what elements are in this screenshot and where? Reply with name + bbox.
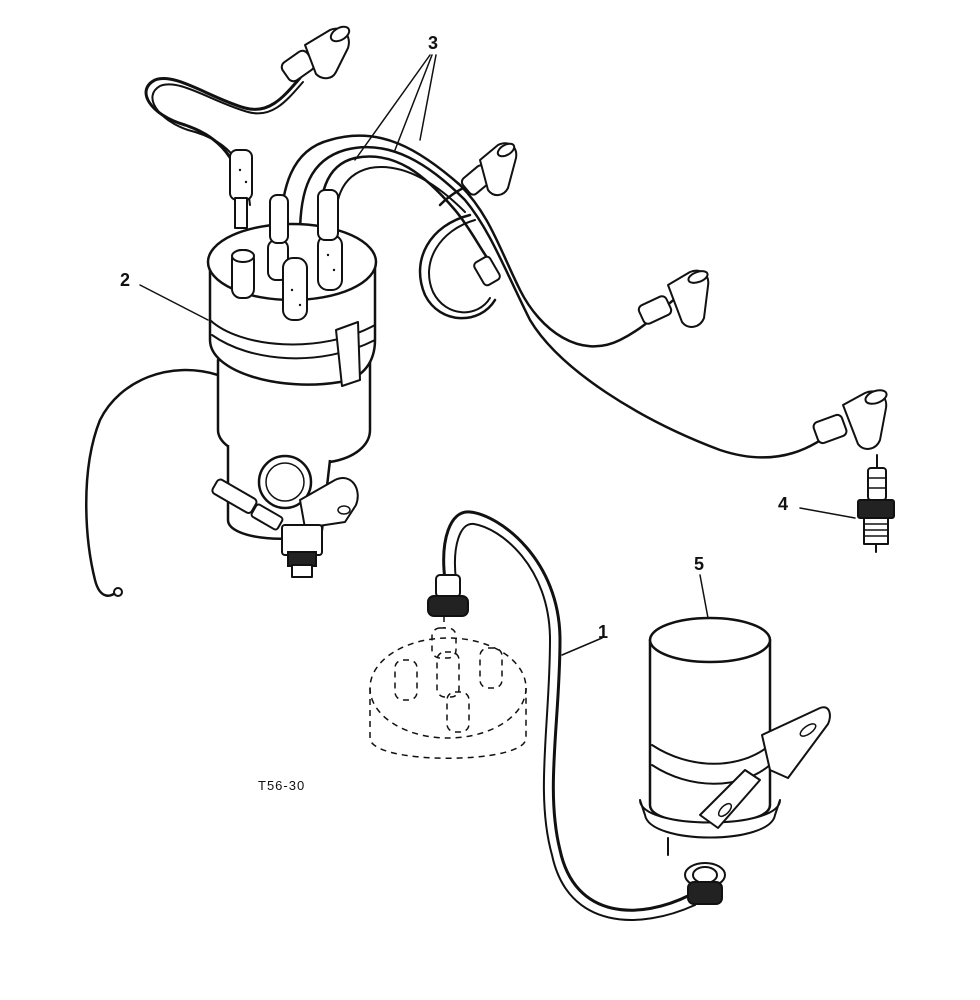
distributor-2 (85, 149, 378, 597)
plug-cap-upper-right (460, 142, 518, 196)
callout-1: 1 (598, 622, 609, 642)
leader-lines (139, 54, 856, 656)
spark-plug-4 (857, 454, 895, 553)
figure-code: T56-30 (258, 778, 306, 793)
callout-2: 2 (120, 270, 131, 290)
callout-3: 3 (428, 33, 439, 53)
plug-cap-middle-right (637, 269, 710, 328)
plug-cap-top-left (280, 25, 351, 83)
distributor-cap-phantom (369, 616, 527, 759)
coil-lead-1 (427, 510, 696, 921)
callout-5: 5 (694, 554, 705, 574)
ignition-coil-5 (639, 616, 831, 905)
plug-cap-lower-right (812, 389, 888, 450)
callout-4: 4 (778, 494, 789, 514)
